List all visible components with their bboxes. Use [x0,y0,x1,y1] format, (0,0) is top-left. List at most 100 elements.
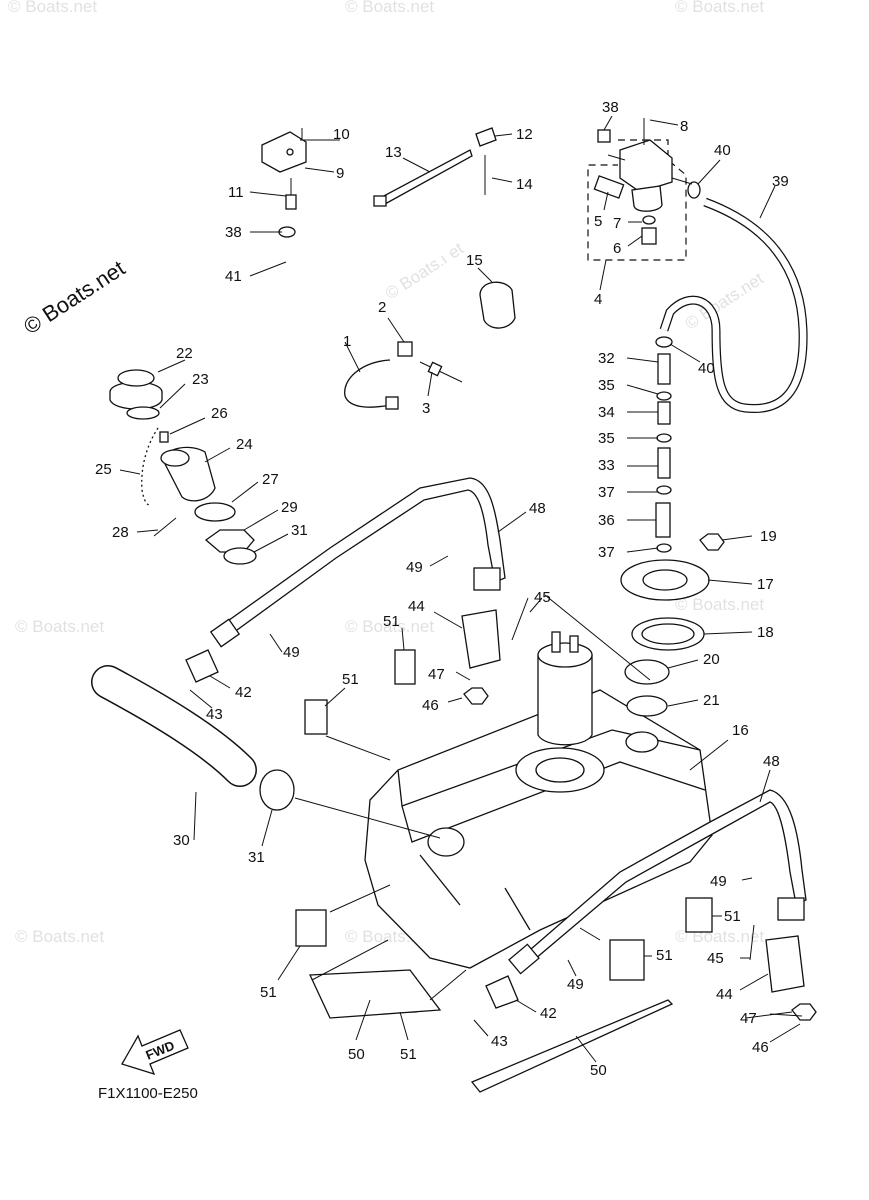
callout-51-c: 51 [260,984,277,1001]
pad [304,699,328,735]
pad [295,909,327,947]
callout-48-a: 48 [529,500,546,517]
callout-18: 18 [757,624,774,641]
watermark: © Boats.net [345,0,434,16]
callout-9: 9 [336,165,344,182]
callout-4: 4 [594,291,602,308]
hose-clamp [655,336,673,348]
gasket [126,406,160,420]
fuel-tank [364,689,713,969]
callout-25: 25 [95,461,112,478]
callout-35-b: 35 [598,430,615,447]
leader-lines [119,115,803,1063]
washer [194,502,236,522]
callout-35-a: 35 [598,377,615,394]
clip [397,341,413,357]
callout-6: 6 [613,240,621,257]
callout-19: 19 [760,528,777,545]
pad [685,897,713,933]
watermark: © Boats.net [675,595,764,614]
screw [159,431,169,443]
callout-44-a: 44 [408,598,425,615]
watermark: © Boats.net [15,927,104,946]
filter-element [641,227,657,245]
callout-12: 12 [516,126,533,143]
hose-holder [479,281,516,329]
callout-21: 21 [703,692,720,709]
mount-bracket [461,609,501,669]
callout-38-b: 38 [225,224,242,241]
callout-37-a: 37 [598,484,615,501]
callout-47-b: 47 [740,1010,757,1027]
hose-clamp [597,129,611,143]
callout-22: 22 [176,345,193,362]
hose-clamp [223,547,257,565]
callout-11: 11 [228,184,244,201]
callout-49-b: 49 [283,644,300,661]
callout-50-a: 50 [348,1046,365,1063]
spacer [185,649,219,683]
tank-strap-right [508,789,807,975]
callout-30: 30 [173,832,190,849]
callout-44-b: 44 [716,986,733,1003]
callout-16: 16 [732,722,749,739]
strip [309,969,442,1019]
watermark: © Boats.net [15,617,104,636]
callout-40-a: 40 [714,142,731,159]
callout-41: 41 [225,268,242,285]
callout-48-b: 48 [763,753,780,770]
callout-37-b: 37 [598,544,615,561]
callout-26: 26 [211,405,228,422]
callout-51-b: 51 [342,671,359,688]
nut [204,529,255,553]
callout-7: 7 [613,215,621,232]
callout-47-a: 47 [428,666,445,683]
callout-27: 27 [262,471,279,488]
pad [609,939,645,981]
filler-neck-assembly [109,369,257,565]
callout-1: 1 [343,333,351,350]
fuel-filter-group [587,118,693,261]
callout-13: 13 [385,144,402,161]
callout-51-a: 51 [383,613,400,630]
callout-45-b: 45 [707,950,724,967]
callout-49-c: 49 [710,873,727,890]
callout-3: 3 [422,400,430,417]
callout-5: 5 [594,213,602,230]
cap [624,659,670,685]
fuel-sender-unit [537,631,593,746]
hose-clamp [626,695,668,717]
callout-42-a: 42 [235,684,252,701]
callout-32: 32 [598,350,615,367]
spacer [485,975,519,1009]
callout-2: 2 [378,299,386,316]
hose-clamp [259,769,295,811]
callout-31-top: 31 [291,522,308,539]
callout-34: 34 [598,404,615,421]
callout-33: 33 [598,457,615,474]
callout-46-a: 46 [422,697,439,714]
callout-23: 23 [192,371,209,388]
nut [791,1003,817,1021]
callout-43-b: 43 [491,1033,508,1050]
callout-17: 17 [757,576,774,593]
pad [394,649,416,685]
callout-43-a: 43 [206,706,223,723]
callout-24: 24 [236,436,253,453]
callout-49-d: 49 [567,976,584,993]
callout-39: 39 [772,173,789,190]
watermark: © Boats.net [675,0,764,16]
callout-45-a: 45 [534,589,551,606]
vent-fittings [655,353,672,553]
callout-42-b: 42 [540,1005,557,1022]
callout-38-a: 38 [602,99,619,116]
upper-hose-assembly [261,119,808,414]
callout-15: 15 [466,252,483,269]
tank-strap-left [209,477,506,648]
callout-51-e: 51 [656,947,673,964]
bracket [261,131,307,173]
strip [470,999,674,1093]
callout-40-b: 40 [698,360,715,377]
